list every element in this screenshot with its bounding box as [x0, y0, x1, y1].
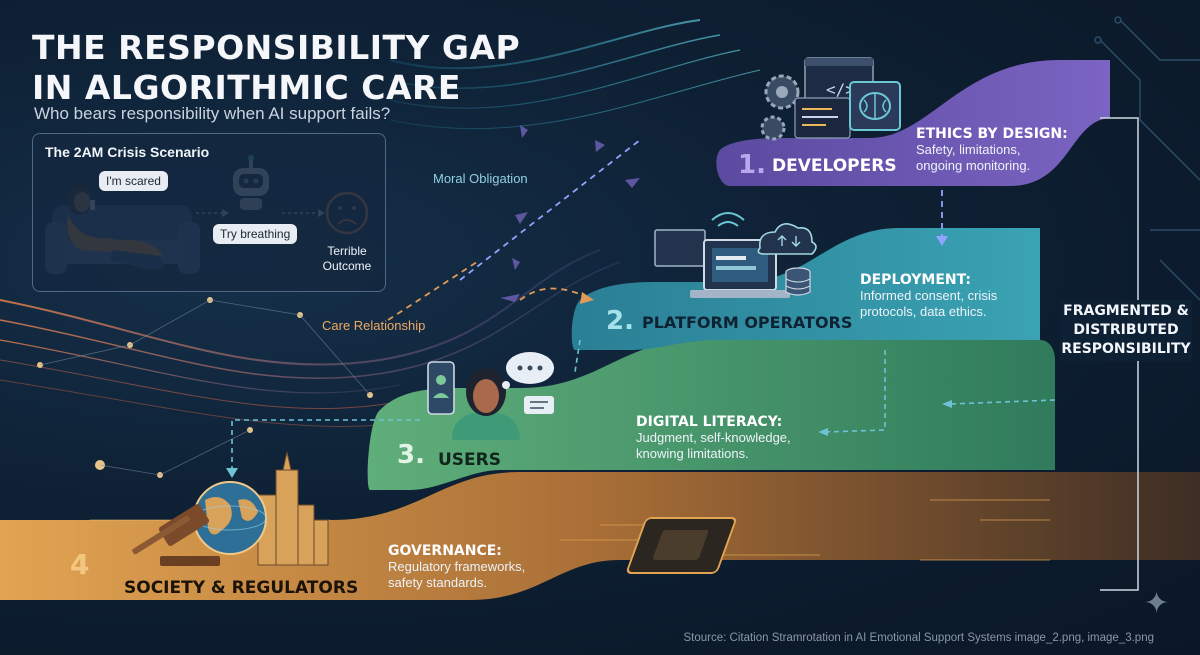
database-icon — [785, 267, 811, 296]
crisis-heading: The 2AM Crisis Scenario — [45, 144, 210, 160]
layer-1-name: DEVELOPERS — [772, 156, 897, 176]
layer-2-body: Informed consent, crisis protocols, data… — [860, 288, 998, 319]
city-icon — [257, 451, 329, 566]
sparkle-icon: ✦ — [1144, 587, 1170, 620]
band-society — [0, 472, 1200, 600]
layer-4-heading: GOVERNANCE: — [388, 543, 502, 559]
phone-icon — [427, 361, 455, 415]
layer-1-number: 1. — [738, 150, 766, 180]
side-label-line-1: FRAGMENTED & — [1063, 303, 1189, 319]
dashed-connectors — [459, 139, 943, 281]
care-relationship-label: Care Relationship — [322, 318, 426, 333]
layer-3-heading: DIGITAL LITERACY: — [636, 414, 783, 430]
cloud-icon — [757, 223, 817, 255]
page-subtitle: Who bears responsibility when AI support… — [34, 104, 391, 123]
band-users — [367, 340, 1055, 490]
layer-2-name: PLATFORM OPERATORS — [642, 313, 853, 332]
layer-3-name: USERS — [438, 450, 501, 470]
bot-speech-bubble: Try breathing — [213, 224, 298, 244]
shards — [500, 125, 640, 302]
user-speech-bubble: I'm scared — [99, 171, 168, 191]
side-label: FRAGMENTED & DISTRIBUTED RESPONSIBILITY — [1060, 300, 1192, 361]
layer-4-body: Regulatory frameworks, safety standards. — [388, 559, 526, 590]
outcome-label: Terrible Outcome — [322, 244, 372, 273]
chip-icon — [560, 499, 1050, 574]
svg-text:</>: </> — [826, 80, 855, 99]
layer-3-body: Judgment, self-knowledge, knowing limita… — [636, 430, 791, 461]
layer-1-heading: ETHICS BY DESIGN: — [916, 126, 1068, 142]
layer-4-number: 4 — [70, 548, 90, 581]
side-label-line-2: DISTRIBUTED — [1073, 322, 1179, 338]
chat-bubble-icon — [502, 352, 554, 414]
wifi-icon — [711, 212, 745, 227]
page-title: THE RESPONSIBILITY GAP IN ALGORITHMIC CA… — [32, 28, 592, 108]
gear-icon — [760, 74, 800, 141]
person-icon — [452, 368, 520, 440]
brain-icon — [849, 81, 901, 131]
layer-3-number: 3. — [397, 440, 425, 470]
title-line-2: IN ALGORITHMIC CARE — [32, 68, 461, 107]
layer-1-body: Safety, limitations, ongoing monitoring. — [916, 142, 1031, 173]
side-label-line-3: RESPONSIBILITY — [1061, 341, 1191, 357]
layer-4-name: SOCIETY & REGULATORS — [124, 578, 359, 598]
flow-waves — [0, 19, 761, 427]
layer-2-number: 2. — [606, 306, 634, 336]
moral-obligation-label: Moral Obligation — [433, 171, 528, 186]
band-developers — [716, 60, 1110, 186]
title-line-1: THE RESPONSIBILITY GAP — [32, 28, 521, 67]
crisis-scenario-panel: The 2AM Crisis Scenario I'm scared Try b… — [32, 133, 386, 292]
gavel-icon — [132, 504, 220, 566]
layer-2-heading: DEPLOYMENT: — [860, 272, 972, 288]
source-caption: Stource: Citation Stramrotation in AI Em… — [683, 632, 1154, 644]
